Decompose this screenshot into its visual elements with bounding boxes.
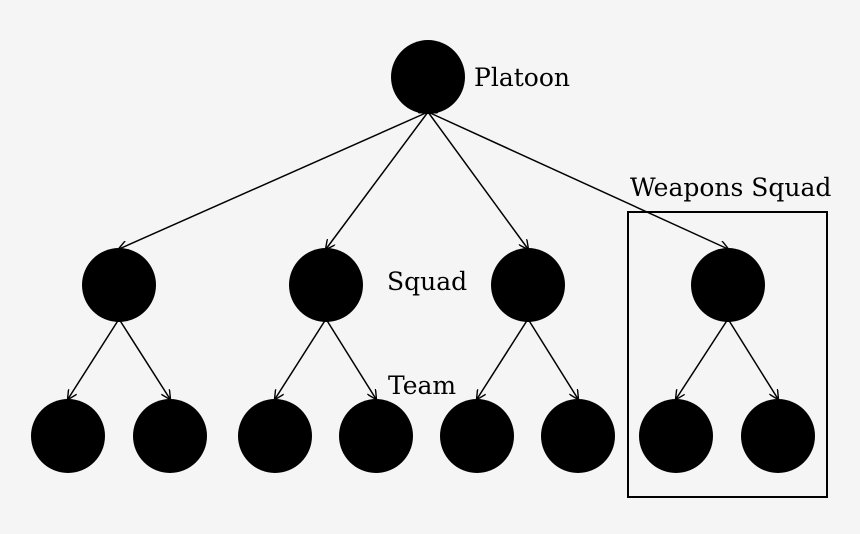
- platoon-node: [391, 40, 465, 114]
- platoon-label: Platoon: [474, 63, 570, 92]
- team-node-1b: [133, 399, 207, 473]
- edge-platoon-weapons-squad: [428, 112, 728, 249]
- weapons-squad-node: [691, 248, 765, 322]
- squad-team-edges: [68, 319, 778, 399]
- squad-node-3: [491, 248, 565, 322]
- edge-platoon-squad-2: [326, 112, 428, 249]
- team-node-3a: [440, 399, 514, 473]
- weapons-squad-label: Weapons Squad: [630, 173, 831, 202]
- team-node-3b: [541, 399, 615, 473]
- team-label: Team: [388, 371, 456, 400]
- edge-weapons-squad-team-4b: [728, 319, 778, 399]
- edge-squad-1-team-1b: [119, 319, 170, 399]
- team-node-1a: [31, 399, 105, 473]
- platoon-squad-edges: [119, 112, 728, 249]
- edge-squad-2-team-2b: [326, 319, 376, 399]
- squad-node-2: [289, 248, 363, 322]
- team-node-4a: [639, 399, 713, 473]
- edge-squad-3-team-3b: [528, 319, 578, 399]
- team-node-4b: [741, 399, 815, 473]
- team-node-2a: [238, 399, 312, 473]
- team-node-2b: [339, 399, 413, 473]
- squad-label: Squad: [387, 267, 467, 296]
- squad-node-1: [82, 248, 156, 322]
